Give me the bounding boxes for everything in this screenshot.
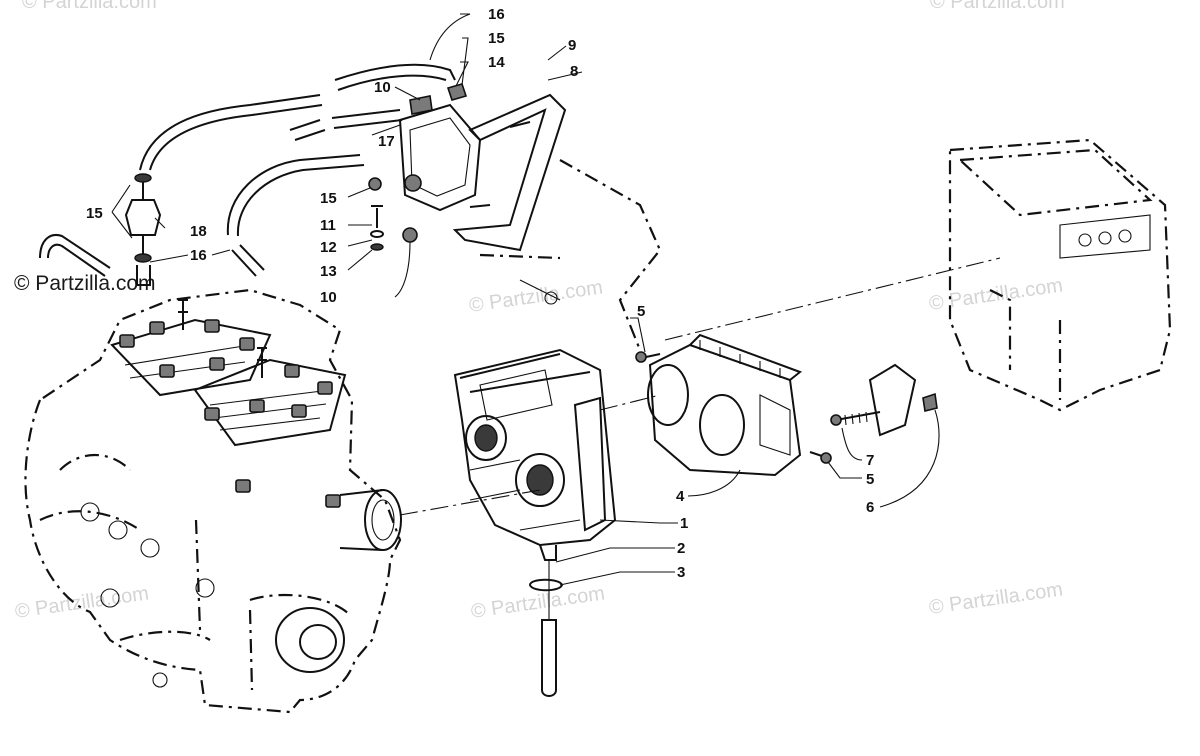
callout-7: 7: [866, 452, 874, 469]
watermark: © Partzilla.com: [14, 582, 151, 623]
fuel-pump: [398, 83, 482, 212]
callout-13: 13: [320, 263, 337, 280]
callout-8: 8: [570, 63, 578, 80]
centerline-carb-airbox: [599, 394, 661, 411]
watermark: © Partzilla.com: [468, 276, 605, 317]
mount-hardware: [830, 363, 938, 437]
callout-15: 15: [320, 190, 337, 207]
callout-5: 5: [637, 303, 645, 320]
watermark: © Partzilla.com: [22, 0, 157, 13]
callout-16: 16: [190, 247, 207, 264]
callout-labels: 1 2 3 4 5 5 6 7 8 9 10 10 11 12 13 14 15…: [86, 6, 874, 581]
airbox-silencer: [664, 138, 1172, 412]
callout-10: 10: [374, 79, 391, 96]
callout-15: 15: [86, 205, 103, 222]
callout-18: 18: [190, 223, 207, 240]
callout-4: 4: [676, 488, 685, 505]
callout-5: 5: [866, 471, 874, 488]
watermark: © Partzilla.com: [930, 0, 1065, 13]
bolt-washers: [368, 177, 418, 251]
callout-15: 15: [488, 30, 505, 47]
callout-14: 14: [488, 54, 505, 71]
centerline-engine-carb: [399, 489, 541, 516]
callout-16: 16: [488, 6, 505, 23]
screws-5: [635, 351, 832, 464]
callout-11: 11: [320, 217, 336, 234]
callout-3: 3: [677, 564, 685, 581]
callout-12: 12: [320, 239, 337, 256]
callout-1: 1: [680, 515, 688, 532]
callout-17: 17: [378, 133, 395, 150]
callout-6: 6: [866, 499, 874, 516]
callout-9: 9: [568, 37, 576, 54]
callout-2: 2: [677, 540, 685, 557]
pump-bracket: [452, 93, 662, 351]
copyright-label: © Partzilla.com: [14, 272, 156, 295]
engine-illustration: [24, 288, 402, 714]
head-bolts: [119, 319, 341, 508]
fuel-filter: [124, 173, 162, 286]
leader-lines: [111, 13, 940, 586]
watermark: © Partzilla.com: [928, 578, 1065, 619]
fuel-lines: [39, 63, 456, 277]
drain-tube: [528, 560, 564, 697]
callout-10: 10: [320, 289, 337, 306]
carburetor-assembly: [453, 348, 617, 561]
watermark: © Partzilla.com: [928, 274, 1065, 315]
intake-adapter: [647, 333, 803, 477]
watermarks: © Partzilla.com © Partzilla.com © Partzi…: [14, 0, 1065, 623]
watermark: © Partzilla.com: [470, 582, 607, 623]
